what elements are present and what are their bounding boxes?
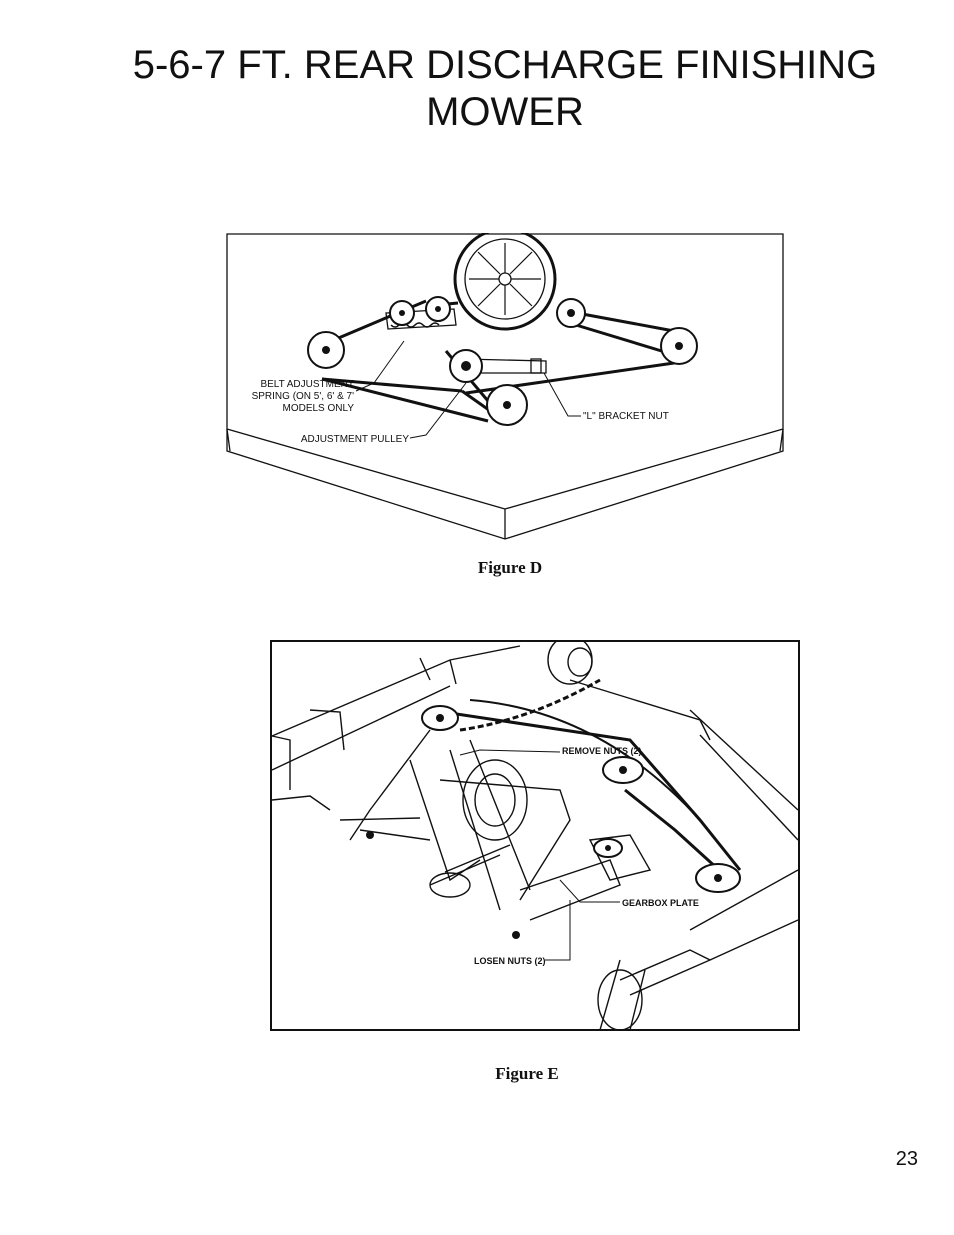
label-l-bracket-nut: "L" BRACKET NUT: [583, 411, 669, 422]
figure-e-caption: Figure E: [495, 1064, 559, 1083]
label-losen-nuts: LOSEN NUTS (2): [474, 956, 546, 966]
figure-d-caption: Figure D: [477, 558, 543, 577]
page-title-line-1: 5-6-7 FT. REAR DISCHARGE FINISHING: [132, 43, 878, 87]
label-belt-adjustment-spring-line-3: MODELS ONLY: [283, 403, 355, 414]
label-belt-adjustment-spring-line-2: SPRING (ON 5', 6' & 7': [252, 391, 355, 402]
page-number: 23: [895, 1148, 918, 1170]
figure-d-illustration: BELT ADJUSTMENT SPRING (ON 5', 6' & 7' M…: [226, 233, 784, 540]
label-adjustment-pulley: ADJUSTMENT PULLEY: [301, 434, 410, 445]
label-gearbox-plate: GEARBOX PLATE: [622, 898, 699, 908]
figure-e-illustration: REMOVE NUTS (2) GEARBOX PLATE LOSEN NUTS…: [270, 640, 800, 1031]
label-belt-adjustment-spring-line-1: BELT ADJUSTMENT: [260, 379, 354, 390]
page-title-line-2: MOWER: [426, 90, 584, 134]
page-title: 5-6-7 FT. REAR DISCHARGE FINISHING MOWER: [0, 42, 954, 136]
label-remove-nuts: REMOVE NUTS (2): [562, 746, 642, 756]
